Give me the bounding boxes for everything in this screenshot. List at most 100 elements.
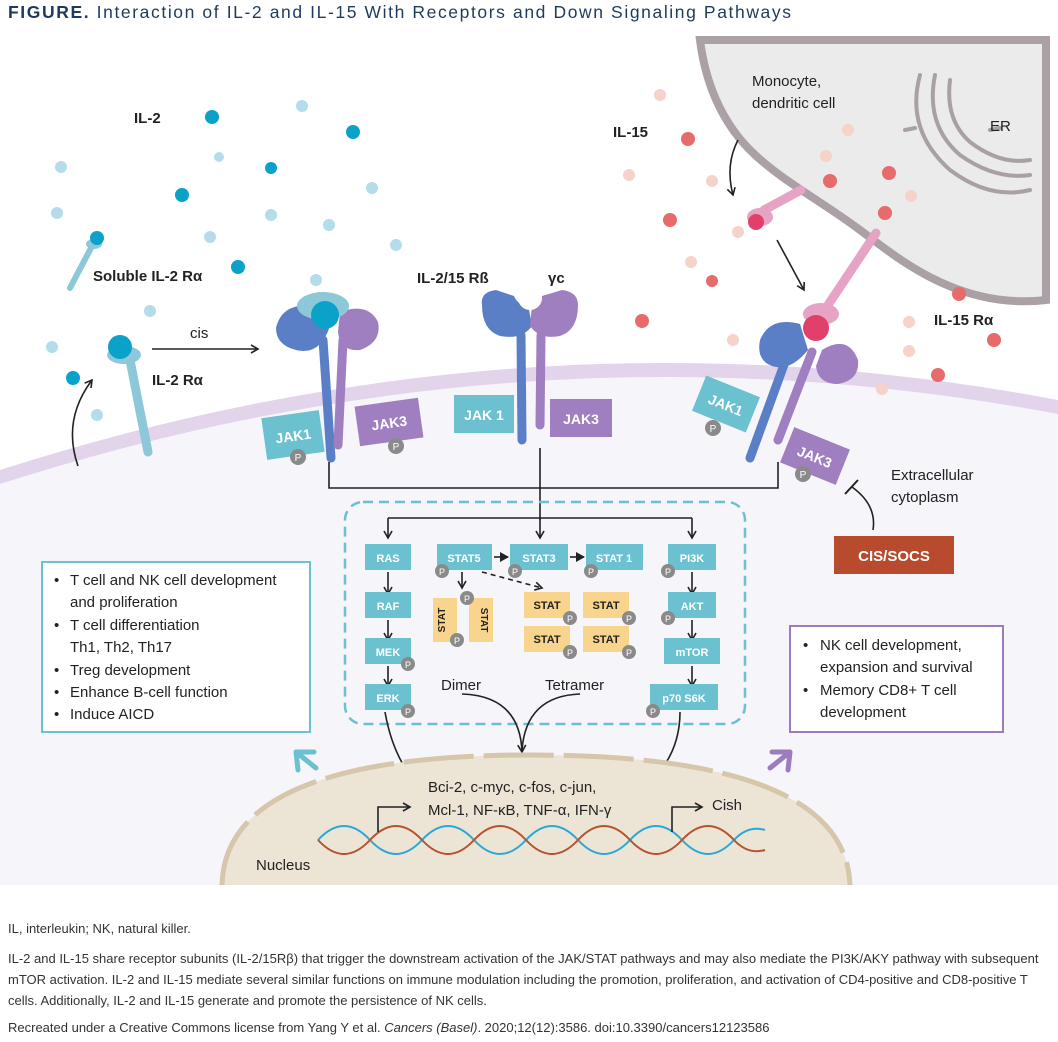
signaling-frame	[343, 500, 747, 726]
svg-text:P: P	[439, 567, 445, 577]
cytoplasm-label: cytoplasm	[891, 489, 959, 506]
il15-ra-label: IL-15 Rα	[934, 312, 994, 329]
il15-outcomes-box: • NK cell development, expansion and surv…	[789, 625, 1004, 733]
dna-helix	[317, 825, 766, 855]
jak1-box-1: JAK1	[261, 410, 325, 460]
ras-box: RAS	[365, 544, 411, 570]
monocyte-cell	[695, 36, 1050, 306]
il2-outcome-4: Enhance B-cell function	[70, 684, 228, 701]
pi3k-box: PI3K	[668, 544, 716, 570]
svg-text:RAS: RAS	[376, 553, 399, 565]
il2-ra-receptor	[107, 335, 153, 457]
svg-text:P: P	[567, 614, 573, 624]
il15-receptor-complex	[745, 185, 881, 463]
il15-outcome-2b: development	[820, 704, 907, 721]
svg-text:STAT: STAT	[592, 600, 619, 612]
caption-body: IL-2 and IL-15 share receptor subunits (…	[8, 951, 1039, 1008]
soluble-il2-ra-label: Soluble IL-2 Rα	[93, 268, 203, 285]
cis-label: cis	[190, 325, 208, 342]
svg-text:RAF: RAF	[377, 601, 400, 613]
jak-phospho-badges: P P P P	[290, 420, 811, 482]
il2-outcome-1b: and proliferation	[70, 594, 178, 611]
svg-text:•: •	[803, 637, 808, 654]
unbound-receptor-complex	[481, 286, 578, 445]
gene-list-1: Bci-2, c-myc, c-fos, c-jun,	[428, 779, 596, 796]
il15-cytokines	[623, 89, 1001, 395]
credit-journal: Cancers (Basel)	[384, 1020, 478, 1035]
svg-text:•: •	[54, 662, 59, 679]
transcription-arrow-2	[671, 802, 704, 832]
svg-text:P: P	[295, 453, 302, 464]
jak1-box-3: JAK1	[691, 375, 761, 433]
svg-text:P: P	[710, 424, 717, 435]
figure-title-text: Interaction of IL-2 and IL-15 With Recep…	[96, 2, 793, 22]
akt-box: AKT	[668, 592, 716, 618]
svg-text:•: •	[54, 572, 59, 589]
il15-presentation-arrow	[726, 139, 739, 197]
il2-15-rb-label: IL-2/15 Rß	[417, 270, 489, 287]
il15-label: IL-15	[613, 124, 648, 141]
svg-text:STAT: STAT	[533, 634, 560, 646]
mtor-box: mTOR	[664, 638, 720, 664]
svg-text:P: P	[626, 614, 632, 624]
svg-text:P: P	[454, 636, 460, 646]
credit-suffix: . 2020;12(12):3586. doi:10.3390/cancers1…	[477, 1020, 770, 1035]
il2-outcome-2a: T cell differentiation	[70, 617, 200, 634]
il15-outcome-1a: NK cell development,	[820, 637, 962, 654]
svg-text:P: P	[405, 660, 411, 670]
il15-outcome-2a: Memory CD8+ T cell	[820, 682, 957, 699]
jak3-box-2: JAK3	[550, 399, 612, 437]
svg-text:P: P	[464, 594, 470, 604]
transcription-arrow-1	[377, 802, 412, 832]
svg-text:STAT: STAT	[533, 600, 560, 612]
trans-presentation-arrow	[776, 239, 805, 292]
svg-text:p70 S6K: p70 S6K	[662, 693, 705, 705]
caption-abbreviations: IL, interleukin; NK, natural killer.	[8, 921, 191, 936]
credit-prefix: Recreated under a Creative Commons licen…	[8, 1020, 385, 1035]
cis-socs-label: CIS/SOCS	[858, 548, 930, 565]
il2-outcome-5: Induce AICD	[70, 706, 154, 723]
jak1-box-2: JAK 1	[454, 395, 514, 433]
svg-text:AKT: AKT	[681, 601, 704, 613]
svg-text:STAT3: STAT3	[522, 553, 555, 565]
svg-text:•: •	[54, 684, 59, 701]
svg-text:P: P	[393, 442, 400, 453]
tetramer-label: Tetramer	[545, 677, 604, 694]
il2-outcomes-box: •T cell and NK cell development and prol…	[41, 561, 311, 733]
svg-text:P: P	[665, 567, 671, 577]
svg-text:STAT: STAT	[478, 608, 489, 633]
figure-label: FIGURE.	[8, 2, 91, 22]
dimer-label: Dimer	[441, 677, 481, 694]
monocyte-label-1: Monocyte,	[752, 73, 821, 90]
gene-list-2: Mcl-1, NF-κB, TNF-α, IFN-γ	[428, 802, 612, 819]
caption-credit: Recreated under a Creative Commons licen…	[8, 1017, 1048, 1038]
svg-text:MEK: MEK	[376, 647, 401, 659]
nucleus	[219, 752, 853, 886]
il2-cytokines	[46, 100, 402, 421]
jak3-label-2: JAK3	[563, 411, 599, 427]
stat5-box: STAT5	[437, 544, 492, 570]
figure-title: FIGURE. Interaction of IL-2 and IL-15 Wi…	[8, 2, 793, 23]
il15-outcome-1b: expansion and survival	[820, 659, 973, 676]
svg-text:P: P	[567, 648, 573, 658]
svg-text:•: •	[54, 706, 59, 723]
jak3-label-1: JAK3	[370, 413, 408, 434]
il2-outcome-2b: Th1, Th2, Th17	[70, 639, 172, 656]
cish-label: Cish	[712, 797, 742, 814]
recycle-arrow	[71, 378, 93, 467]
svg-text:P: P	[650, 707, 656, 717]
jak1-label-2: JAK 1	[464, 407, 504, 423]
p70s6k-box: p70 S6K	[650, 684, 718, 710]
jak3-box-1: JAK3	[354, 397, 424, 447]
svg-text:P: P	[626, 648, 632, 658]
svg-text:STAT: STAT	[592, 634, 619, 646]
stat5-tetramer-arrow	[481, 571, 544, 591]
right-output-arrow	[767, 749, 793, 773]
er-label: ER	[990, 118, 1011, 135]
stat1-box: STAT 1	[586, 544, 643, 570]
svg-text:P: P	[800, 470, 807, 481]
svg-text:P: P	[665, 614, 671, 624]
stat-tetramer: STAT STAT STAT STAT	[524, 592, 629, 652]
extracellular-label: Extracellular	[891, 467, 974, 484]
cis-socs-inhibition	[851, 486, 875, 531]
